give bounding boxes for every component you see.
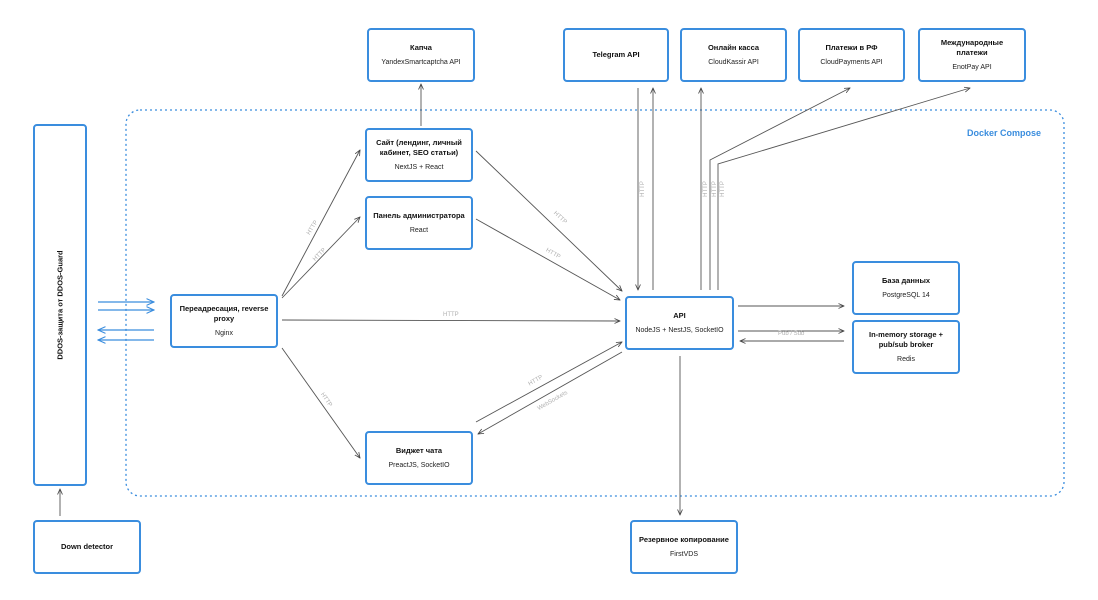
node-api-sub: NodeJS + NestJS, SocketIO (635, 327, 724, 335)
label-http-payments-intl: HTTP (719, 181, 726, 197)
node-database: База данных PostgreSQL 14 (852, 261, 960, 315)
node-backup-sub: FirstVDS (670, 551, 698, 559)
node-down-detector-title: Down detector (60, 542, 114, 552)
label-http-telegram: HTTP (639, 181, 646, 197)
node-online-kassa-sub: CloudKassir API (708, 59, 759, 67)
node-chat-widget-sub: PreactJS, SocketIO (388, 462, 450, 470)
edge-api-chat (478, 351, 623, 434)
node-proxy-sub: Nginx (215, 330, 233, 337)
node-redis-title: In-memory storage + pub/sub broker (869, 330, 943, 349)
node-admin-sub: React (409, 227, 429, 235)
node-online-kassa: Онлайн касса CloudKassir API (680, 28, 787, 82)
node-captcha: Капча YandexSmartcaptcha API (367, 28, 475, 82)
node-ddos-guard-title: DDOS-защита от DDOS-Guard (55, 250, 65, 360)
docker-compose-boundary (125, 109, 1065, 497)
docker-compose-label: Docker Compose (967, 128, 1042, 138)
node-site-title: Сайт (лендинг, личный кабинет, SEO стать… (376, 138, 462, 157)
node-down-detector: Down detector (33, 520, 141, 574)
node-admin: Панель администратора React (365, 196, 473, 250)
label-http-kassa: HTTP (702, 181, 709, 197)
node-site-sub: NextJS + React (394, 164, 444, 171)
node-database-title: База данных (881, 275, 931, 285)
edge-proxy-admin (281, 217, 360, 299)
label-http-payments-rf: HTTP (711, 181, 718, 197)
edge-api-payments-intl (717, 88, 970, 290)
label-pubsub: Pub / Sub (778, 331, 805, 337)
node-payments-intl: Международные платежи EnotPay API (918, 28, 1026, 82)
node-redis-sub: Redis (897, 356, 915, 363)
node-ddos-guard: DDOS-защита от DDOS-Guard (33, 124, 87, 486)
node-captcha-title: Капча (410, 42, 432, 52)
node-database-sub: PostgreSQL 14 (882, 292, 930, 300)
node-redis: In-memory storage + pub/sub broker Redis (852, 320, 960, 374)
node-api-title: API (673, 310, 686, 320)
node-backup-title: Резервное копирование (639, 534, 729, 544)
node-proxy: Переадресация, reverse proxy Nginx (170, 294, 278, 348)
node-chat-widget: Виджет чата PreactJS, SocketIO (365, 431, 473, 485)
node-payments-rf-title: Платежи в РФ (825, 42, 878, 52)
node-telegram: Telegram API (563, 28, 669, 82)
node-api: API NodeJS + NestJS, SocketIO (625, 296, 734, 350)
edge-site-api (475, 150, 622, 291)
node-backup: Резервное копирование FirstVDS (630, 520, 738, 574)
node-payments-rf: Платежи в РФ CloudPayments API (798, 28, 905, 82)
edge-proxy-api (281, 320, 620, 321)
node-proxy-title: Переадресация, reverse proxy (179, 304, 269, 323)
node-payments-intl-title: Международные платежи (940, 38, 1004, 57)
node-site: Сайт (лендинг, личный кабинет, SEO стать… (365, 128, 473, 182)
label-http-proxy-api: HTTP (443, 312, 459, 318)
node-payments-rf-sub: CloudPayments API (820, 59, 883, 67)
edge-api-payments-rf (709, 88, 850, 290)
edge-proxy-chat (281, 347, 360, 458)
edge-chat-api (475, 342, 622, 423)
edge-admin-api (475, 218, 620, 300)
node-online-kassa-title: Онлайн касса (707, 42, 760, 52)
node-admin-title: Панель администратора (373, 210, 465, 220)
node-chat-widget-title: Виджет чата (395, 445, 443, 455)
node-payments-intl-sub: EnotPay API (952, 64, 992, 71)
node-captcha-sub: YandexSmartcaptcha API (381, 59, 461, 67)
node-telegram-title: Telegram API (592, 50, 640, 60)
edge-proxy-site (281, 150, 360, 297)
